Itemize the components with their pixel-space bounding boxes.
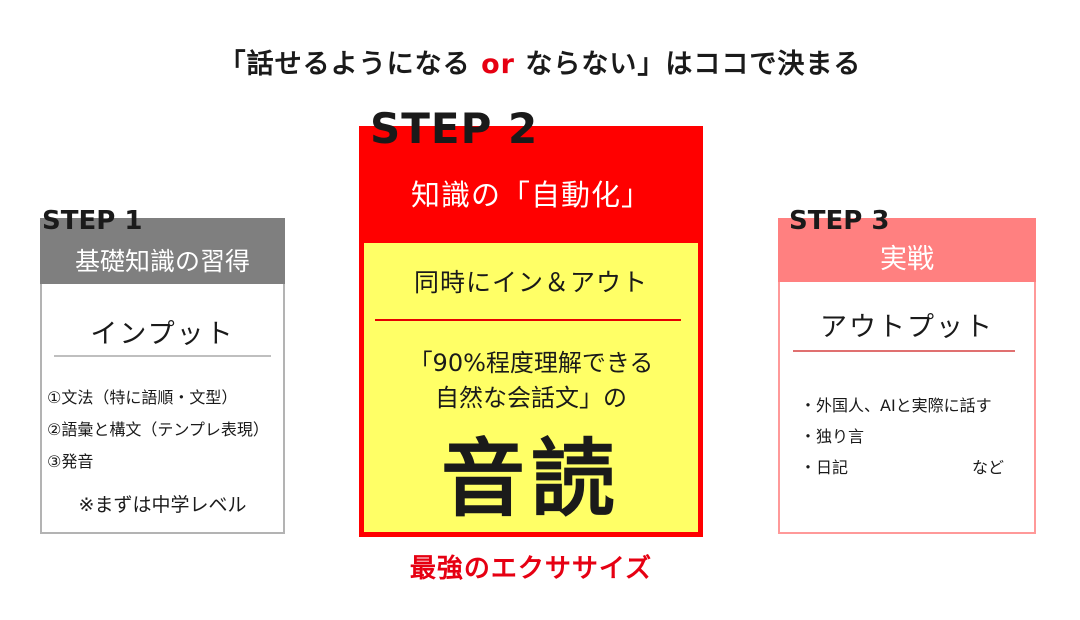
step3-item: ・独り言 xyxy=(800,427,865,446)
step3-item: ・外国人、AIと実際に話す xyxy=(800,396,992,415)
title-part-1: 「話せるようになる xyxy=(218,49,482,80)
title-accent: or xyxy=(481,49,515,80)
title-part-2: ならない」はココで決まる xyxy=(514,49,862,80)
step3-body xyxy=(778,282,1036,534)
step2-label: STEP 2 xyxy=(370,104,539,153)
step3-header: 実戦 xyxy=(778,218,1036,282)
step3-label: STEP 3 xyxy=(789,206,890,236)
step3-subheading: アウトプット xyxy=(820,312,994,343)
step1-label: STEP 1 xyxy=(42,206,143,236)
step3-header-text: 実戦 xyxy=(880,244,934,275)
step1-subheading: インプット xyxy=(90,319,235,350)
step2-body xyxy=(359,238,703,537)
step2-subheading: 同時にイン＆アウト xyxy=(413,268,648,297)
step3-divider xyxy=(793,350,1015,352)
step3-item: ・日記 xyxy=(800,458,849,477)
step1-divider xyxy=(54,355,271,357)
page-title: 「話せるようになる or ならない」はココで決まる xyxy=(0,42,1080,81)
step2-quote-line2: 自然な会話文」の xyxy=(435,384,627,412)
step2-header-text: 知識の「自動化」 xyxy=(410,178,651,212)
step1-item: ②語彙と構文（テンプレ表現） xyxy=(47,420,269,439)
step1-body xyxy=(40,284,285,534)
step2-quote-line1: 「90%程度理解できる xyxy=(408,349,654,377)
step2-header xyxy=(359,126,703,238)
step1-item: ③発音 xyxy=(47,452,94,471)
step1-item: ①文法（特に語順・文型） xyxy=(47,388,238,407)
step2-big-text: 音読 xyxy=(440,430,621,528)
step1-header-text: 基礎知識の習得 xyxy=(74,247,250,276)
step3-etc: など xyxy=(972,458,1005,477)
step2-divider xyxy=(375,319,681,321)
step2-caption: 最強のエクササイズ xyxy=(409,554,653,584)
step1-note: ※まずは中学レベル xyxy=(78,494,247,516)
step1-header: 基礎知識の習得 xyxy=(40,218,285,284)
